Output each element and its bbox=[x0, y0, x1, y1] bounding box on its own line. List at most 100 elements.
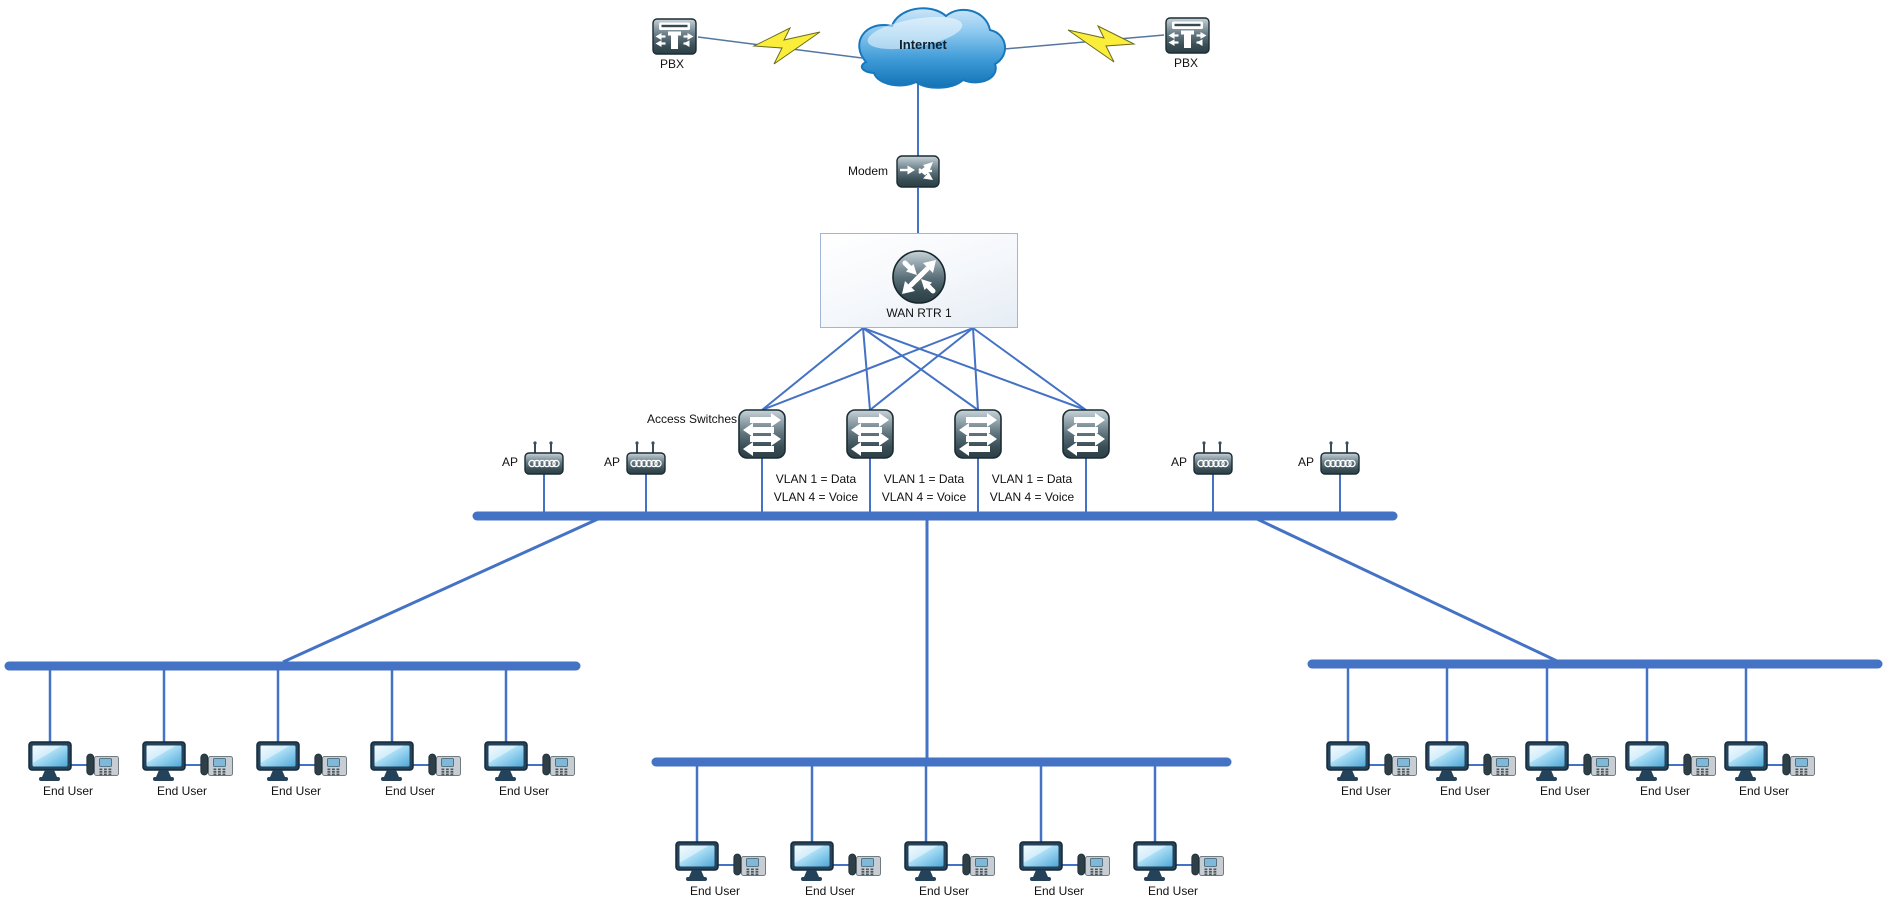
internet-label: Internet bbox=[899, 37, 947, 52]
pbx-left-label: PBX bbox=[659, 57, 685, 71]
end-user-monitor-icon bbox=[484, 741, 528, 781]
end-user-phone-icon bbox=[1483, 753, 1516, 776]
end-user-monitor-icon bbox=[1724, 741, 1768, 781]
pbx-icon bbox=[1165, 17, 1210, 54]
end-user-label: End User bbox=[1439, 784, 1491, 798]
end-user-phone-icon bbox=[1683, 753, 1716, 776]
end-user-workstation bbox=[1019, 841, 1111, 895]
switch-icon bbox=[846, 409, 894, 459]
end-user-phone-icon bbox=[733, 853, 766, 876]
end-user-label: End User bbox=[1738, 784, 1790, 798]
pbx-left bbox=[652, 18, 697, 55]
end-user-phone-icon bbox=[1191, 853, 1224, 876]
switch-icon bbox=[954, 409, 1002, 459]
vlan-note-3: VLAN 1 = Data VLAN 4 = Voice bbox=[990, 470, 1074, 506]
end-user-monitor-icon bbox=[1625, 741, 1669, 781]
access-point-4 bbox=[1320, 440, 1360, 476]
main-to-right-bus-link bbox=[1256, 517, 1558, 663]
access-point-label: AP bbox=[501, 455, 518, 469]
wan-router-label: WAN RTR 1 bbox=[886, 306, 952, 320]
end-user-workstation bbox=[1326, 741, 1418, 795]
access-switch-2 bbox=[846, 409, 894, 459]
end-user-phone-icon bbox=[542, 753, 575, 776]
end-user-monitor-icon bbox=[1326, 741, 1370, 781]
end-user-label: End User bbox=[498, 784, 550, 798]
end-user-workstation bbox=[1425, 741, 1517, 795]
vlan-note-line2: VLAN 4 = Voice bbox=[989, 490, 1075, 504]
vlan-note-line2: VLAN 4 = Voice bbox=[773, 490, 859, 504]
end-user-workstation bbox=[1724, 741, 1816, 795]
internet-cloud-shape bbox=[858, 7, 1006, 89]
end-user-phone-icon bbox=[1782, 753, 1815, 776]
access-point-label: AP bbox=[603, 455, 620, 469]
end-user-label: End User bbox=[1539, 784, 1591, 798]
modem bbox=[896, 155, 940, 188]
end-user-phone-icon bbox=[1077, 853, 1110, 876]
access-point-label: AP bbox=[1297, 455, 1314, 469]
end-user-monitor-icon bbox=[904, 841, 948, 881]
access-switch-1 bbox=[738, 409, 786, 459]
end-user-label: End User bbox=[1340, 784, 1392, 798]
drop-lines bbox=[48, 458, 1748, 844]
end-user-workstation bbox=[1625, 741, 1717, 795]
end-user-phone-icon bbox=[86, 753, 119, 776]
end-user-workstation bbox=[675, 841, 767, 895]
end-user-label: End User bbox=[270, 784, 322, 798]
access-point-3 bbox=[1193, 440, 1233, 476]
end-user-phone-icon bbox=[1384, 753, 1417, 776]
vlan-note-line1: VLAN 1 = Data bbox=[775, 472, 857, 486]
end-user-workstation bbox=[370, 741, 462, 795]
end-user-label: End User bbox=[156, 784, 208, 798]
main-to-left-bus-link bbox=[282, 517, 599, 664]
router-icon bbox=[892, 250, 946, 304]
end-user-label: End User bbox=[804, 884, 856, 898]
router-switch-uplinks bbox=[761, 327, 1087, 411]
end-user-label: End User bbox=[384, 784, 436, 798]
end-user-phone-icon bbox=[428, 753, 461, 776]
end-user-label: End User bbox=[1639, 784, 1691, 798]
end-user-phone-icon bbox=[314, 753, 347, 776]
end-user-workstation bbox=[1525, 741, 1617, 795]
access-switch-4 bbox=[1062, 409, 1110, 459]
end-user-label: End User bbox=[1033, 884, 1085, 898]
access-point-icon bbox=[1320, 441, 1360, 475]
access-switch-3 bbox=[954, 409, 1002, 459]
access-point-icon bbox=[1193, 441, 1233, 475]
end-user-monitor-icon bbox=[28, 741, 72, 781]
vlan-note-line1: VLAN 1 = Data bbox=[883, 472, 965, 486]
end-user-phone-icon bbox=[962, 853, 995, 876]
access-point-1 bbox=[524, 440, 564, 476]
end-user-monitor-icon bbox=[370, 741, 414, 781]
end-user-monitor-icon bbox=[1425, 741, 1469, 781]
access-point-icon bbox=[626, 441, 666, 475]
switch-icon bbox=[1062, 409, 1110, 459]
end-user-label: End User bbox=[689, 884, 741, 898]
modem-label: Modem bbox=[847, 164, 888, 178]
pbx-right-label: PBX bbox=[1173, 56, 1199, 70]
pbx-right-link-line bbox=[1003, 34, 1165, 50]
end-user-workstation bbox=[904, 841, 996, 895]
end-user-monitor-icon bbox=[675, 841, 719, 881]
access-point-2 bbox=[626, 440, 666, 476]
end-user-monitor-icon bbox=[1525, 741, 1569, 781]
end-user-workstation bbox=[142, 741, 234, 795]
pbx-right bbox=[1165, 17, 1210, 54]
end-user-label: End User bbox=[42, 784, 94, 798]
vlan-note-2: VLAN 1 = Data VLAN 4 = Voice bbox=[882, 470, 966, 506]
end-user-workstation bbox=[1133, 841, 1225, 895]
end-user-monitor-icon bbox=[1133, 841, 1177, 881]
end-user-monitor-icon bbox=[256, 741, 300, 781]
lightning-bolt-icon bbox=[1067, 24, 1136, 63]
vlan-note-1: VLAN 1 = Data VLAN 4 = Voice bbox=[774, 470, 858, 506]
pbx-icon bbox=[652, 18, 697, 55]
end-user-monitor-icon bbox=[142, 741, 186, 781]
lightning-bolt-icon bbox=[752, 26, 821, 65]
end-user-workstation bbox=[28, 741, 120, 795]
end-user-label: End User bbox=[1147, 884, 1199, 898]
end-user-label: End User bbox=[918, 884, 970, 898]
end-user-workstation bbox=[790, 841, 882, 895]
access-switches-group-label: Access Switches bbox=[646, 412, 737, 426]
access-point-label: AP bbox=[1170, 455, 1187, 469]
